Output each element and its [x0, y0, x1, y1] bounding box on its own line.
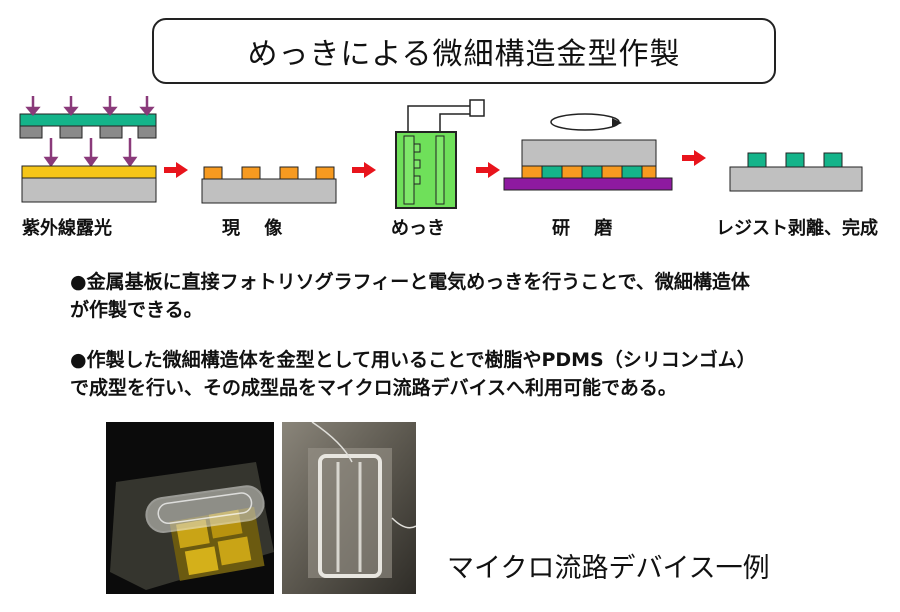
plated-block — [521, 165, 543, 179]
uv-arrows — [25, 96, 155, 168]
plated-block — [621, 165, 643, 179]
process-arrow — [476, 162, 500, 178]
step-label-polishing: 研 磨 — [552, 218, 613, 239]
bullet-paragraph: ●金属基板に直接フォトリソグラフィーと電気めっきを行うことで、微細構造体 が作製… — [70, 268, 890, 324]
resist-pattern — [279, 166, 299, 180]
resist-pattern — [315, 166, 335, 180]
photomask — [19, 113, 157, 127]
step-label-plating: めっき — [391, 218, 445, 239]
cathode-plate — [403, 135, 415, 205]
mask-block — [19, 125, 43, 139]
polishing-illustration — [503, 113, 673, 191]
plated-block — [641, 165, 657, 179]
microstructure — [747, 152, 767, 168]
photo-caption: マイクロ流路デバイス一例 — [447, 553, 770, 584]
process-arrow — [352, 162, 376, 178]
plated-block — [601, 165, 623, 179]
polishing-plate — [503, 177, 673, 191]
resist-pattern — [241, 166, 261, 180]
substrate — [729, 166, 863, 192]
polish-head — [521, 139, 657, 167]
process-diagram — [19, 96, 863, 209]
anode-plate — [435, 135, 445, 205]
plated-block — [541, 165, 563, 179]
device-photo-right — [282, 422, 416, 594]
bullet-line: ●金属基板に直接フォトリソグラフィーと電気めっきを行うことで、微細構造体 — [70, 271, 750, 293]
electrode-wire — [439, 113, 470, 134]
electrode-wire — [407, 105, 470, 134]
plated-block — [561, 165, 583, 179]
bullet-line: ●作製した微細構造体を金型として用いることで樹脂やPDMS（シリコンゴム） — [70, 349, 756, 371]
page-title: めっきによる微細構造金型作製 — [152, 18, 776, 84]
resist-layer — [21, 165, 157, 179]
bullet-line: が作製できる。 — [70, 299, 203, 321]
substrate — [21, 177, 157, 203]
bullet-paragraph: ●作製した微細構造体を金型として用いることで樹脂やPDMS（シリコンゴム） で成… — [70, 346, 890, 402]
step-label-uv-exposure: 紫外線露光 — [22, 218, 112, 239]
process-arrow — [682, 150, 706, 166]
rotation-arrow-icon — [550, 113, 622, 131]
finished-mold-illustration — [729, 152, 863, 192]
bullet-line: で成型を行い、その成型品をマイクロ流路デバイスへ利用可能である。 — [70, 377, 677, 399]
mask-block — [137, 125, 157, 139]
plating-illustration — [395, 99, 485, 209]
resist-pattern — [203, 166, 223, 180]
development-illustration — [201, 166, 337, 204]
mask-block — [99, 125, 123, 139]
power-source — [469, 99, 485, 117]
microstructure — [823, 152, 843, 168]
uv-exposure-illustration — [19, 96, 157, 203]
microstructure — [785, 152, 805, 168]
device-photo-left — [106, 422, 274, 594]
plated-block — [581, 165, 603, 179]
mask-block — [59, 125, 83, 139]
step-label-resist-removal: レジスト剥離、完成 — [716, 218, 878, 239]
step-label-development: 現 像 — [222, 218, 283, 239]
plated-bump — [413, 159, 421, 169]
substrate — [201, 178, 337, 204]
plated-bump — [413, 175, 421, 185]
plated-bump — [413, 143, 421, 153]
process-arrow — [164, 162, 188, 178]
